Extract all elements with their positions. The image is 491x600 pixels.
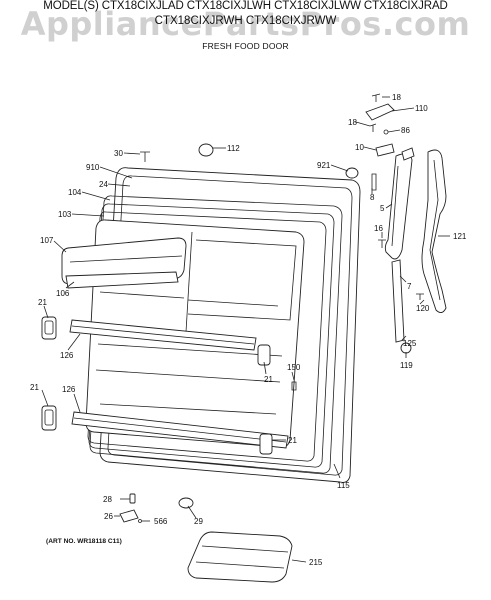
callout-103: 103 xyxy=(58,210,72,219)
shelf-bin xyxy=(187,531,293,583)
callout-30: 30 xyxy=(114,149,123,158)
door-shelf-upper xyxy=(69,319,257,351)
callout-18: 18 xyxy=(392,93,401,102)
callout-115: 115 xyxy=(337,481,350,490)
callout-labels: 18 110 18 86 10 30 112 910 24 921 8 104 … xyxy=(30,93,467,567)
callout-10: 10 xyxy=(355,143,364,152)
callout-126: 126 xyxy=(60,351,74,360)
callout-86: 86 xyxy=(401,126,410,135)
section-title: FRESH FOOD DOOR xyxy=(202,41,289,51)
callout-120: 120 xyxy=(416,304,430,313)
callout-566: 566 xyxy=(154,517,168,526)
callout-921: 921 xyxy=(317,161,331,170)
callout-125: 125 xyxy=(403,339,417,348)
callout-106: 106 xyxy=(56,289,70,298)
callout-112: 112 xyxy=(227,144,240,153)
callout-126: 126 xyxy=(62,385,76,394)
small-parts xyxy=(119,93,424,523)
callout-18: 18 xyxy=(348,118,357,127)
callout-29: 29 xyxy=(194,517,203,526)
callout-21: 21 xyxy=(38,298,47,307)
models-line-1: MODEL(S) CTX18CIXJLAD CTX18CIXJLWH CTX18… xyxy=(43,0,448,12)
callout-8: 8 xyxy=(370,193,375,202)
watermark: AppliancePartsPros.com xyxy=(20,5,471,43)
callout-24: 24 xyxy=(99,180,108,189)
dairy-compartment xyxy=(61,237,187,289)
callout-21: 21 xyxy=(30,383,39,392)
callout-107: 107 xyxy=(40,236,54,245)
callout-121: 121 xyxy=(453,232,467,241)
door-handle-parts xyxy=(384,147,447,343)
callout-26: 26 xyxy=(104,512,113,521)
leader-lines xyxy=(41,96,450,563)
callout-21: 21 xyxy=(264,375,273,384)
callout-104: 104 xyxy=(68,188,82,197)
callout-7: 7 xyxy=(407,282,412,291)
shelf-end-caps xyxy=(41,316,273,455)
models-line-2: CTX18CIXJRWH CTX18CIXJRWW xyxy=(154,15,337,27)
door-shelf-lower xyxy=(71,411,289,449)
art-number: (ART NO. WR18118 C11) xyxy=(46,538,122,545)
callout-28: 28 xyxy=(103,495,112,504)
callout-215: 215 xyxy=(309,558,323,567)
callout-119: 119 xyxy=(400,361,413,370)
callout-110: 110 xyxy=(415,104,428,113)
callout-21: 21 xyxy=(288,436,297,445)
callout-150: 150 xyxy=(287,363,301,372)
callout-5: 5 xyxy=(380,204,385,213)
callout-16: 16 xyxy=(374,224,383,233)
callout-910: 910 xyxy=(86,163,100,172)
